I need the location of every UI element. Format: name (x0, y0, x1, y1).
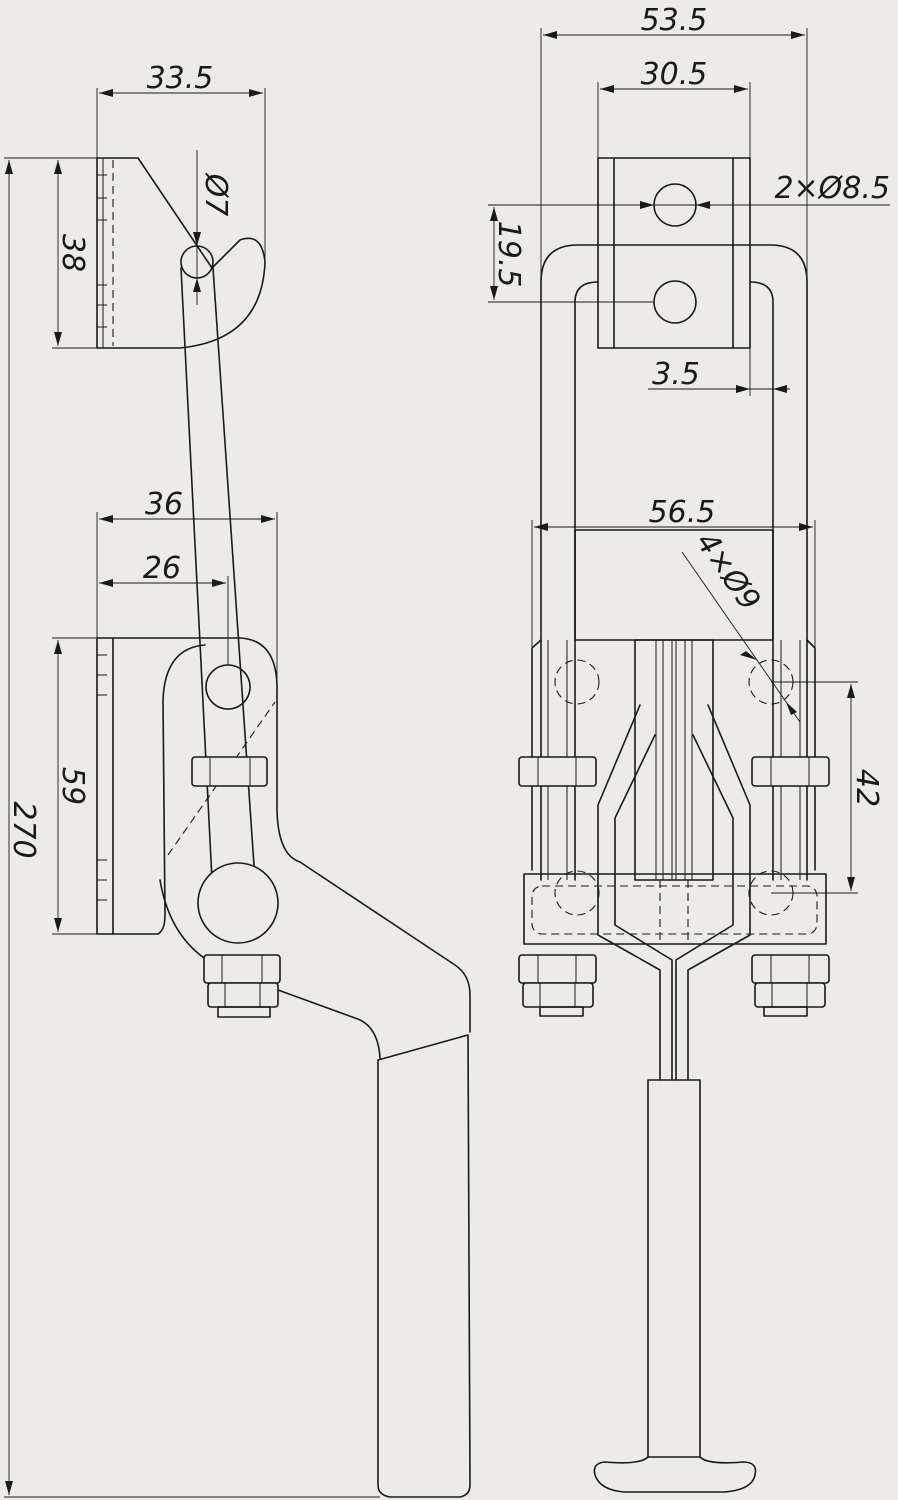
dim-59: 59 (52, 637, 97, 935)
side-nuts (191, 756, 281, 1018)
dim-26-label: 26 (143, 551, 181, 586)
dim-2x8-5-label: 2×Ø8.5 (774, 171, 890, 206)
dim-4x9: 4×Ø9 (681, 526, 801, 723)
dim-19-5: 19.5 (488, 204, 654, 303)
dim-53-5: 53.5 (540, 3, 808, 280)
dim-59-label: 59 (55, 767, 90, 805)
dim-56-5: 56.5 (531, 495, 816, 648)
central-lever (597, 639, 751, 1081)
top-bracket (597, 157, 751, 349)
hook-rod (180, 267, 256, 881)
dim-270-label: 270 (6, 801, 41, 858)
dim-33-5-label: 33.5 (147, 61, 214, 96)
dim-38: 38 (52, 157, 97, 349)
top-catch-plate (96, 157, 266, 349)
dim-36: 36 (96, 487, 278, 688)
dim-36-label: 36 (145, 487, 183, 522)
front-nuts (518, 756, 830, 1017)
dim-26: 26 (99, 551, 229, 665)
front-handle (593, 1079, 757, 1493)
dim-30-5-label: 30.5 (641, 57, 708, 92)
dim-3-5: 3.5 (648, 302, 790, 396)
dim-270: 270 (4, 157, 380, 1498)
base-pivot-circle (205, 664, 251, 710)
dim-30-5: 30.5 (597, 57, 751, 158)
dim-42: 42 (771, 681, 884, 894)
dim-38-label: 38 (55, 234, 90, 272)
dim-4x9-label: 4×Ø9 (689, 526, 768, 617)
side-handle (377, 1034, 471, 1498)
dim-42-label: 42 (849, 769, 884, 807)
dim-3-5-label: 3.5 (652, 357, 700, 392)
bracket-hole-bottom (653, 280, 697, 324)
dim-2x8-5: 2×Ø8.5 (596, 171, 890, 209)
side-view: 270 33.5 Ø7 38 36 (4, 61, 471, 1498)
dim-33-5: 33.5 (96, 61, 266, 262)
front-view: 53.5 30.5 2×Ø8.5 19.5 3.5 (488, 3, 890, 1493)
base-body (96, 637, 471, 1059)
dim-56-5-label: 56.5 (649, 495, 716, 530)
dim-phi7: Ø7 (193, 150, 233, 305)
dim-53-5-label: 53.5 (641, 3, 708, 38)
dim-19-5-label: 19.5 (491, 221, 526, 288)
dim-phi7-label: Ø7 (198, 172, 233, 217)
